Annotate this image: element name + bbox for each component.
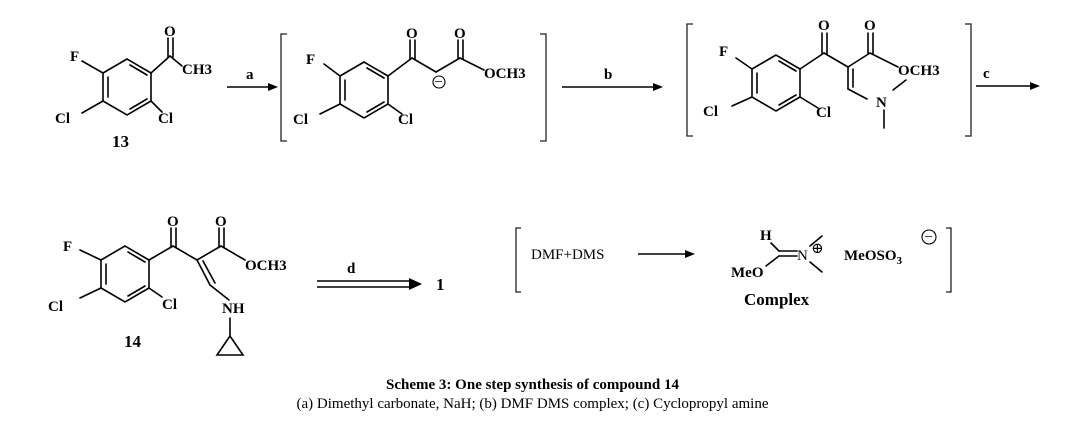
negative-charge: − bbox=[435, 75, 443, 91]
oxygen-atom: O bbox=[864, 18, 876, 34]
methyl-group: CH3 bbox=[182, 62, 212, 78]
methoxy-group: OCH3 bbox=[484, 66, 526, 82]
nitrogen-atom: N bbox=[876, 95, 887, 111]
reaction-arrow-a: a bbox=[227, 67, 278, 91]
oxygen-atom: O bbox=[818, 18, 830, 34]
chlorine-atom: Cl bbox=[816, 105, 831, 121]
step-label: d bbox=[347, 261, 356, 277]
methoxy-group: MeO bbox=[731, 265, 763, 281]
enamine-intermediate: F Cl Cl O O OCH3 N bbox=[686, 18, 972, 137]
caption-title: Scheme 3: One step synthesis of compound… bbox=[386, 377, 679, 393]
complex-formation: DMF+DMS H N ⊕ MeOSO3 − MeO Complex bbox=[515, 227, 952, 309]
fluorine-atom: F bbox=[70, 49, 79, 65]
nitrogen-atom: N bbox=[797, 248, 808, 264]
chlorine-atom: Cl bbox=[48, 299, 63, 315]
chlorine-atom: Cl bbox=[398, 112, 413, 128]
counterion-text: MeOSO3 bbox=[844, 248, 903, 267]
reaction-arrow-b: b bbox=[562, 67, 663, 91]
fluorine-atom: F bbox=[719, 44, 728, 60]
chlorine-atom: Cl bbox=[293, 112, 308, 128]
compound-label: 14 bbox=[124, 332, 142, 351]
hydrogen-atom: H bbox=[760, 228, 772, 244]
oxygen-atom: O bbox=[215, 214, 227, 230]
reactants-text: DMF+DMS bbox=[531, 247, 604, 263]
negative-charge-circle bbox=[921, 229, 937, 245]
reaction-arrow-c: c bbox=[976, 66, 1040, 90]
methoxy-group: OCH3 bbox=[245, 258, 287, 274]
reaction-arrow-d: d 1 bbox=[317, 261, 445, 294]
positive-charge: ⊕ bbox=[811, 241, 824, 257]
amine-group: NH bbox=[222, 301, 245, 317]
step-label: a bbox=[246, 67, 254, 83]
counterion-main: MeOSO bbox=[844, 248, 897, 264]
counterion-subscript: 3 bbox=[897, 255, 903, 267]
chlorine-atom: Cl bbox=[703, 104, 718, 120]
oxygen-atom: O bbox=[164, 24, 176, 40]
step-label: b bbox=[604, 67, 612, 83]
chlorine-atom: Cl bbox=[55, 111, 70, 127]
chlorine-atom: Cl bbox=[158, 111, 173, 127]
product-label: 1 bbox=[436, 275, 445, 294]
chlorine-atom: Cl bbox=[162, 297, 177, 313]
negative-charge-circle bbox=[432, 75, 446, 89]
oxygen-atom: O bbox=[167, 214, 179, 230]
fluorine-atom: F bbox=[63, 239, 72, 255]
scheme-caption: Scheme 3: One step synthesis of compound… bbox=[0, 376, 1065, 414]
oxygen-atom: O bbox=[454, 26, 466, 42]
step-label: c bbox=[983, 66, 990, 82]
complex-label: Complex bbox=[744, 290, 810, 309]
compound-14: F Cl Cl O O OCH3 NH 14 bbox=[48, 214, 287, 356]
caption-conditions: (a) Dimethyl carbonate, NaH; (b) DMF DMS… bbox=[296, 396, 769, 412]
oxygen-atom: O bbox=[406, 26, 418, 42]
fluorine-atom: F bbox=[306, 52, 315, 68]
negative-charge: − bbox=[925, 230, 933, 246]
compound-13: F Cl Cl O CH3 13 bbox=[55, 24, 212, 151]
enolate-intermediate: − F Cl Cl O O OCH3 bbox=[280, 26, 547, 142]
compound-label: 13 bbox=[112, 132, 129, 151]
methoxy-group: OCH3 bbox=[898, 63, 940, 79]
